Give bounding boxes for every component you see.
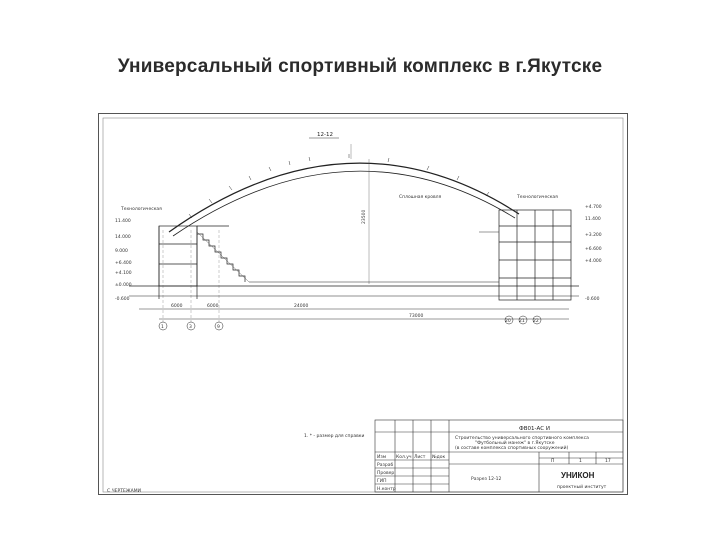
- svg-text:9.000: 9.000: [115, 248, 128, 254]
- footnote: 1. * - размер для справки: [304, 433, 364, 439]
- stamp-desc-2: "Футбольный манеж" в г.Якутске: [475, 439, 555, 446]
- stamp-sheets: 17: [605, 458, 611, 464]
- note-right-bracket: Технологическая: [516, 194, 558, 200]
- section-drawing-svg: 12-12 23500: [102, 117, 624, 494]
- svg-text:+6.600: +6.600: [585, 246, 602, 252]
- right-block: [498, 209, 572, 301]
- svg-text:Лист: Лист: [414, 454, 426, 460]
- svg-text:Разраб: Разраб: [377, 462, 393, 468]
- left-block: [158, 225, 229, 299]
- svg-text:-0.600: -0.600: [585, 296, 600, 302]
- axis-20: 20: [505, 318, 511, 324]
- levels-left: 11.400 14.000 9.000 +6.400 +4.100 ±0.000…: [115, 218, 132, 302]
- svg-text:+6.400: +6.400: [115, 260, 132, 266]
- engineering-drawing: 12-12 23500: [98, 113, 628, 495]
- stamp-sheet-name: Разрез 12-12: [471, 476, 502, 482]
- tribune-stairs: [197, 233, 246, 282]
- axis-9: 9: [217, 324, 220, 330]
- svg-text:Провер: Провер: [377, 470, 394, 476]
- svg-text:Н.контр: Н.контр: [377, 486, 396, 492]
- note-left-bracket: Технологическая: [120, 206, 162, 212]
- stamp-company-sub: проектный институт: [557, 483, 607, 490]
- note-bottom-left: С ЧЕРТЕЖАМИ: [107, 488, 141, 494]
- dim-4: 73000: [409, 313, 423, 319]
- svg-text:11.400: 11.400: [585, 216, 601, 222]
- levels-right: +4.700 11.400 +3.200 +6.600 +4.000 -0.60…: [585, 204, 602, 302]
- svg-text:№док: №док: [432, 454, 446, 460]
- axis-1: 1: [161, 324, 164, 330]
- dim-3: 24000: [294, 303, 308, 309]
- svg-text:+4.000: +4.000: [585, 258, 602, 264]
- svg-text:Изм: Изм: [377, 454, 386, 460]
- svg-text:+3.200: +3.200: [585, 232, 602, 238]
- dim-2: 6000: [207, 303, 219, 309]
- arch-divisions: [188, 154, 490, 219]
- stamp-company: УНИКОН: [561, 471, 595, 480]
- stamp-code: ФВ01-АС И: [519, 426, 550, 432]
- svg-text:11.400: 11.400: [115, 218, 131, 224]
- arch-inner: [172, 170, 516, 237]
- stamp-col-headers: Изм Кол.уч Лист №док: [377, 454, 446, 460]
- svg-text:ГИП: ГИП: [377, 478, 387, 484]
- svg-text:±0.000: ±0.000: [115, 282, 132, 288]
- svg-text:14.000: 14.000: [115, 234, 131, 240]
- title-block: [374, 419, 624, 493]
- dim-1: 6000: [171, 303, 183, 309]
- stamp-desc-1: Строительство универсального спортивного…: [455, 435, 589, 441]
- svg-text:23500: 23500: [361, 210, 367, 224]
- stamp-row-labels: Разраб Провер ГИП Н.контр: [377, 462, 396, 492]
- axis-21: 21: [519, 318, 525, 324]
- note-center: Сплошная кровля: [399, 194, 442, 200]
- stamp-stage: П: [551, 458, 554, 464]
- section-label: 12-12: [317, 132, 333, 138]
- slide-title: Универсальный спортивный комплекс в г.Як…: [117, 56, 603, 77]
- inner-border: [102, 117, 624, 493]
- stamp-desc-3: (в составе комплекса спортивных сооружен…: [455, 444, 569, 451]
- svg-text:+4.100: +4.100: [115, 270, 132, 276]
- svg-text:-0.600: -0.600: [115, 296, 130, 302]
- svg-text:Кол.уч: Кол.уч: [396, 454, 412, 460]
- svg-text:+4.700: +4.700: [585, 204, 602, 210]
- axis-markers: 1 3 9 20 21 22: [158, 230, 542, 331]
- arch-outer: [168, 162, 520, 233]
- axis-22: 22: [533, 318, 539, 324]
- stamp-sheet: 1: [579, 458, 582, 464]
- axis-3: 3: [189, 324, 192, 330]
